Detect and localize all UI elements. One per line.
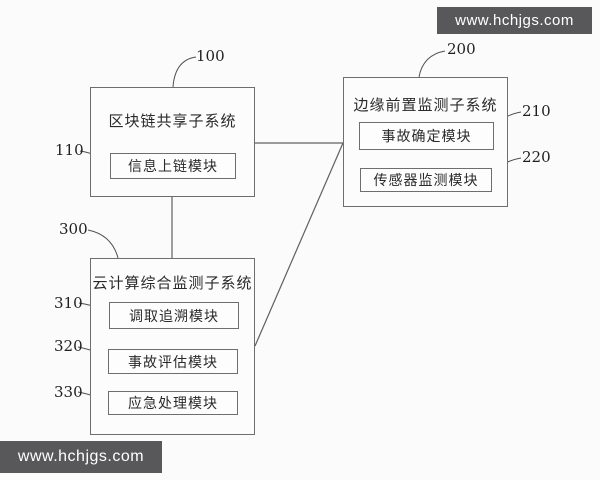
module-info-onchain: 信息上链模块: [110, 153, 236, 179]
block-cloud-monitoring-subsystem: 云计算综合监测子系统 调取追溯模块 事故评估模块 应急处理模块: [90, 258, 255, 435]
block-title-edge-front-monitoring-subsystem: 边缘前置监测子系统: [353, 96, 498, 114]
block-title-blockchain-sharing-subsystem: 区块链共享子系统: [108, 112, 237, 130]
ref-label-320: 320: [54, 337, 83, 355]
ref-label-310: 310: [54, 294, 83, 312]
ref-label-110: 110: [55, 141, 84, 159]
module-accident-evaluation: 事故评估模块: [108, 349, 238, 374]
ref-label-300: 300: [59, 220, 88, 238]
ref-label-220: 220: [522, 148, 551, 166]
ref-label-100: 100: [196, 47, 225, 65]
leader-300: [87, 229, 119, 259]
module-sensor-monitoring: 传感器监测模块: [360, 168, 492, 192]
ref-label-330: 330: [54, 383, 83, 401]
block-blockchain-sharing-subsystem: 区块链共享子系统 信息上链模块: [90, 87, 255, 197]
connector-200-300: [254, 142, 344, 347]
leader-200: [418, 50, 446, 78]
block-title-cloud-monitoring-subsystem: 云计算综合监测子系统: [92, 274, 253, 292]
module-retrieval-traceability: 调取追溯模块: [109, 302, 239, 329]
ref-label-200: 200: [447, 40, 476, 58]
block-edge-front-monitoring-subsystem: 边缘前置监测子系统 事故确定模块 传感器监测模块: [343, 77, 508, 207]
watermark-top-right: www.hchjgs.com: [437, 7, 592, 34]
module-emergency-handling: 应急处理模块: [108, 391, 238, 415]
watermark-bottom-left: www.hchjgs.com: [0, 441, 162, 473]
ref-label-210: 210: [522, 102, 551, 120]
leader-100: [172, 56, 197, 88]
module-accident-determination: 事故确定模块: [359, 122, 494, 150]
block-connectors: [171, 142, 344, 347]
